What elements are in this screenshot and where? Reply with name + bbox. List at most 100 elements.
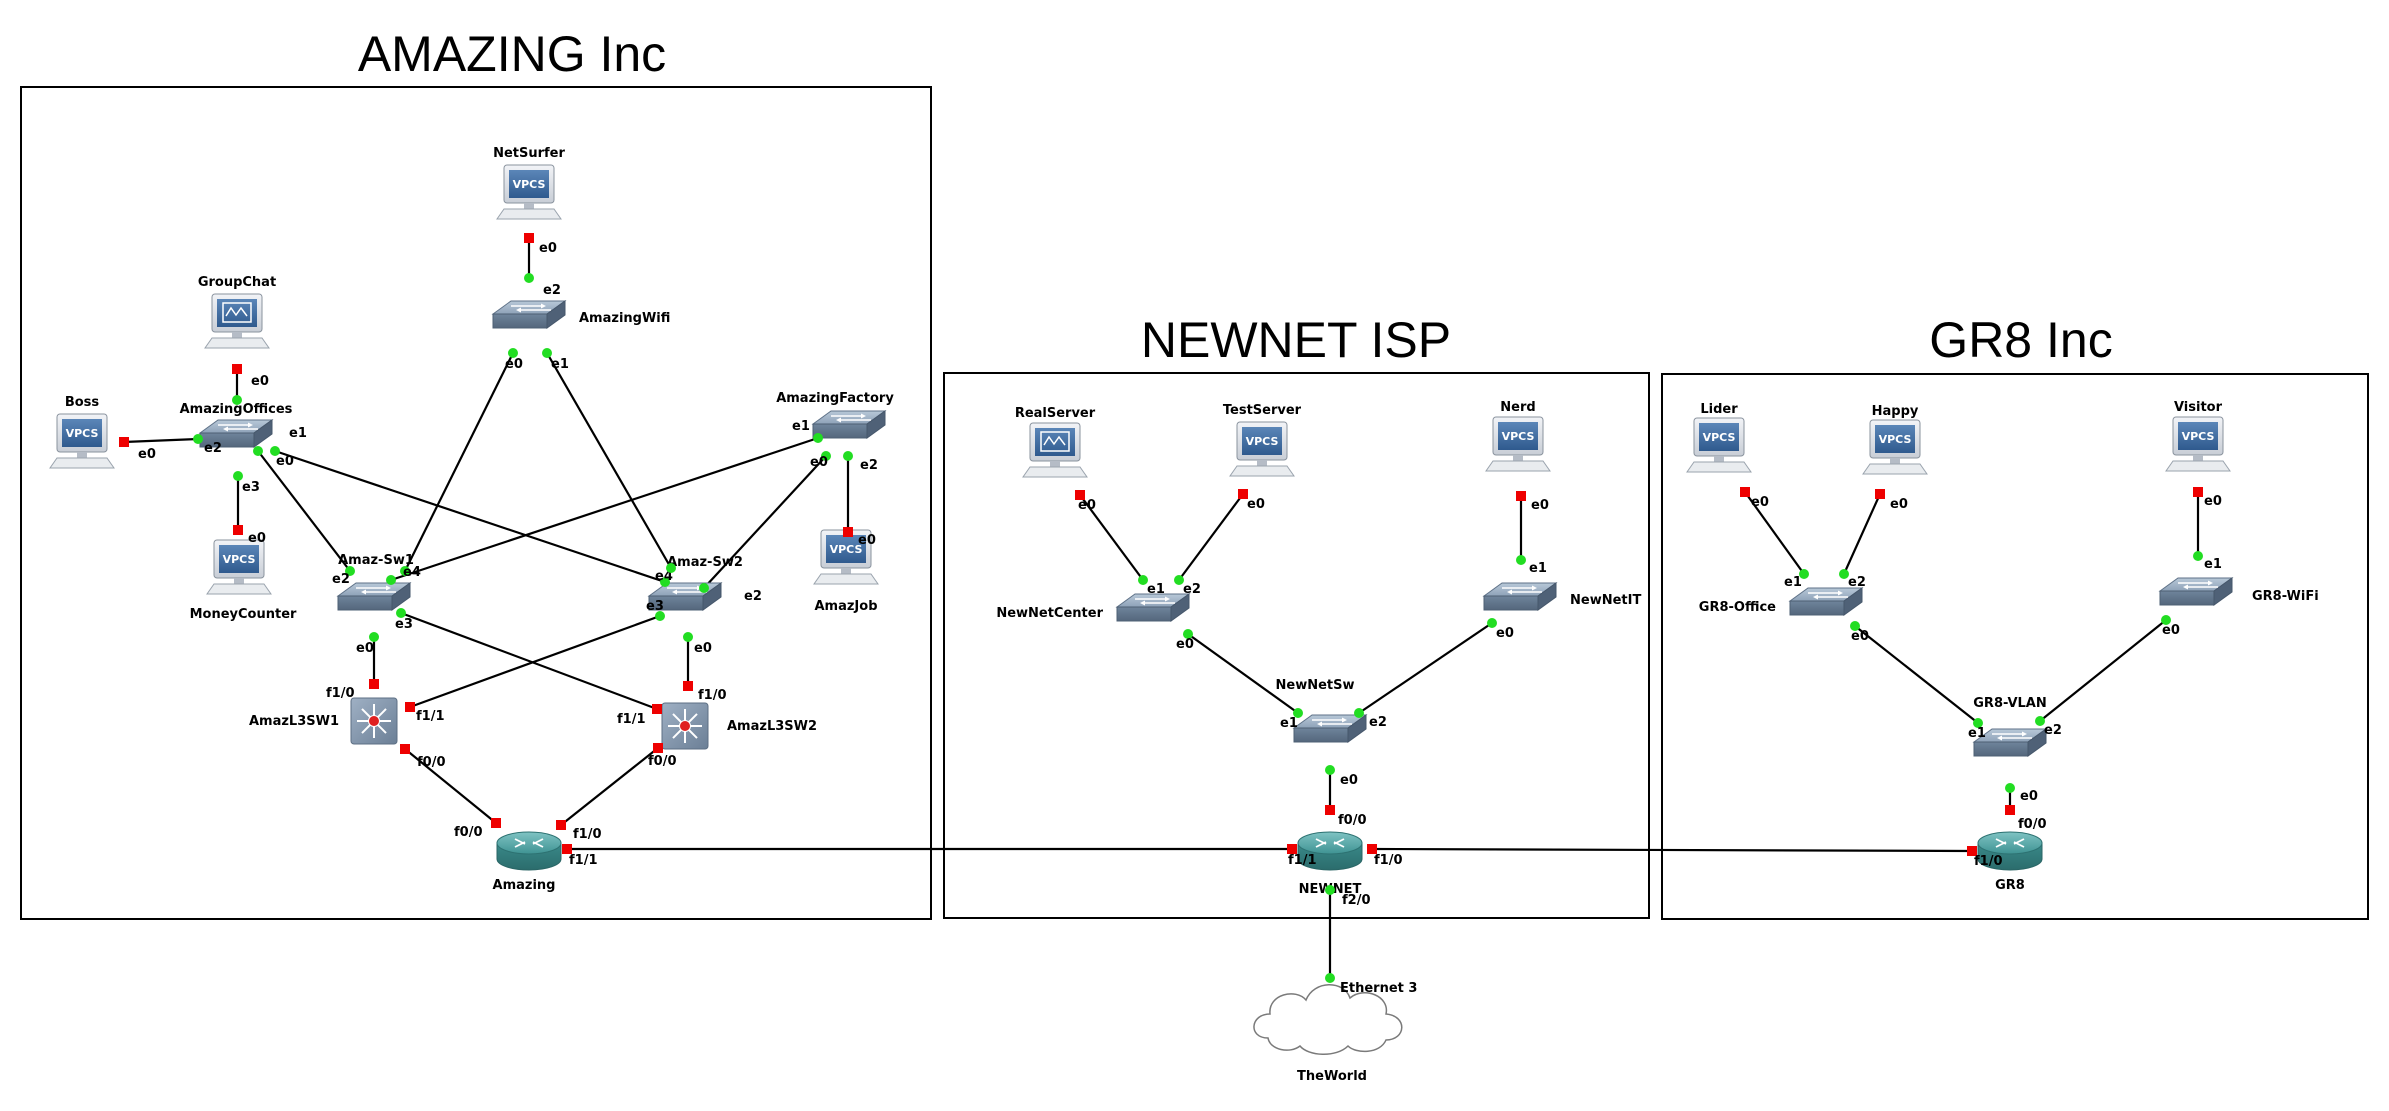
node-NEWNET[interactable]: NEWNET (1297, 831, 1363, 897)
port-down-indicator (652, 704, 662, 714)
node-label-TestServer: TestServer (1223, 403, 1302, 418)
vpcs-badge: VPCS (1246, 435, 1279, 448)
port-down-indicator (1287, 844, 1297, 854)
port-label-GR8WiFi-a: e0 (2162, 623, 2180, 638)
node-AmazingWifi[interactable]: AmazingWifi (491, 300, 670, 329)
port-up-indicator (508, 348, 518, 358)
node-label-AmazSw2: Amaz-Sw2 (667, 555, 743, 570)
node-GR8VLAN[interactable]: GR8-VLAN (1972, 696, 2048, 757)
link-NewNetCenter-NewNetSw[interactable] (1187, 633, 1299, 714)
port-down-indicator (1367, 844, 1377, 854)
link-AmazL3SW2-Amazing[interactable] (560, 747, 659, 826)
link-AmazingOffices-AmazSw1[interactable] (257, 450, 351, 572)
port-label-RealServer-a: e0 (1078, 498, 1096, 513)
port-label-TestServer-a: e0 (1247, 497, 1265, 512)
port-label-NewNetCenter-a: e0 (1176, 637, 1194, 652)
node-AmazingOffices[interactable]: AmazingOffices (180, 402, 293, 448)
port-up-indicator (1973, 718, 1983, 728)
port-down-indicator (400, 744, 410, 754)
node-GR8WiFi[interactable]: GR8-WiFi (2158, 577, 2319, 606)
link-Boss-AmazingOffices[interactable] (123, 437, 199, 444)
node-label-AmazJob: AmazJob (814, 599, 877, 614)
link-AmazingFactory-AmazSw1[interactable] (390, 436, 819, 582)
port-up-indicator (542, 348, 552, 358)
port-label-Nerd-a: e0 (1531, 498, 1549, 513)
node-label-NewNetSw: NewNetSw (1276, 678, 1355, 693)
link-Lider-GR8Office[interactable] (1744, 491, 1805, 575)
port-down-indicator (369, 679, 379, 689)
link-AmazingWifi-AmazSw1[interactable] (404, 352, 514, 572)
port-label-GR8-b: f1/0 (1974, 854, 2003, 869)
port-label-AmazingWifi-b: e2 (543, 283, 561, 298)
node-AmazSw1[interactable]: Amaz-Sw1 (336, 553, 414, 611)
port-down-indicator (1075, 490, 1085, 500)
port-label-AmazingOffices-b: e2 (204, 441, 222, 456)
port-label-AmazL3SW2-b: f1/1 (617, 712, 646, 727)
port-label-Visitor-a: e0 (2204, 494, 2222, 509)
node-label-AmazingWifi: AmazingWifi (579, 311, 670, 326)
link-AmazingWifi-AmazSw2[interactable] (546, 352, 672, 569)
link-Happy-GR8Office[interactable] (1842, 493, 1882, 575)
port-label-AmazL3SW1-b: f1/0 (326, 686, 355, 701)
port-down-indicator (683, 681, 693, 691)
node-TestServer[interactable]: VPCS TestServer (1223, 403, 1302, 477)
port-up-indicator (2193, 551, 2203, 561)
port-label-AmazingOffices-a: e0 (276, 454, 294, 469)
link-AmazL3SW1-Amazing[interactable] (404, 748, 497, 824)
node-NewNetCenter[interactable]: NewNetCenter (996, 593, 1191, 622)
port-label-AmazingWifi-a: e1 (551, 357, 569, 372)
node-RealServer[interactable]: RealServer (1015, 406, 1096, 478)
link-AmazingFactory-AmazSw2[interactable] (703, 455, 827, 589)
link-AmazSw2-AmazL3SW1[interactable] (409, 614, 661, 709)
port-label-AmazingOffices-a: e3 (242, 480, 260, 495)
port-down-indicator (405, 702, 415, 712)
port-up-indicator (1325, 765, 1335, 775)
port-label-AmazSw1-a: e3 (395, 617, 413, 632)
link-NEWNET-GR8[interactable] (1371, 847, 1973, 853)
link-AmazingOffices-AmazSw2[interactable] (274, 449, 666, 584)
port-label-GR8WiFi-b: e1 (2204, 557, 2222, 572)
node-GroupChat[interactable]: GroupChat (198, 275, 276, 349)
port-up-indicator (1325, 973, 1335, 983)
link-AmazSw1-AmazL3SW2[interactable] (400, 611, 658, 711)
link-RealServer-NewNetCenter[interactable] (1079, 494, 1144, 581)
port-label-AmazSw2-a: e0 (694, 641, 712, 656)
port-down-indicator (1325, 805, 1335, 815)
port-up-indicator (270, 446, 280, 456)
link-TestServer-NewNetCenter[interactable] (1178, 493, 1244, 581)
node-NewNetSw[interactable]: NewNetSw (1276, 678, 1368, 743)
node-GR8Office[interactable]: GR8-Office (1699, 587, 1864, 616)
node-AmazL3SW1[interactable]: AmazL3SW1 (249, 697, 398, 745)
node-label-GR8: GR8 (1995, 878, 2025, 893)
node-GR8[interactable]: GR8 (1977, 831, 2043, 893)
zone-gr8: GR8 Inc (1661, 312, 2369, 920)
link-GR8Office-GR8VLAN[interactable] (1854, 625, 1979, 724)
node-NewNetIT[interactable]: NewNetIT (1482, 582, 1641, 611)
node-AmazL3SW2[interactable]: AmazL3SW2 (661, 702, 817, 750)
node-label-AmazL3SW1: AmazL3SW1 (249, 714, 339, 729)
port-up-indicator (193, 434, 203, 444)
node-TheWorld[interactable]: TheWorld (1253, 984, 1403, 1084)
node-label-AmazL3SW2: AmazL3SW2 (727, 719, 817, 734)
node-AmazingFactory[interactable]: AmazingFactory (776, 391, 894, 439)
port-up-indicator (843, 451, 853, 461)
port-up-indicator (1138, 575, 1148, 585)
port-label-AmazingWifi-a: e0 (505, 357, 523, 372)
port-down-indicator (1238, 489, 1248, 499)
link-NewNetIT-NewNetSw[interactable] (1358, 622, 1493, 714)
port-label-NewNetSw-b: e2 (1369, 715, 1387, 730)
node-Amazing[interactable]: Amazing (493, 831, 562, 893)
node-label-AmazingFactory: AmazingFactory (776, 391, 894, 406)
node-label-Nerd: Nerd (1500, 400, 1535, 415)
link-GR8WiFi-GR8VLAN[interactable] (2039, 619, 2167, 722)
vpcs-badge: VPCS (2182, 430, 2215, 443)
vpcs-badge: VPCS (1703, 431, 1736, 444)
